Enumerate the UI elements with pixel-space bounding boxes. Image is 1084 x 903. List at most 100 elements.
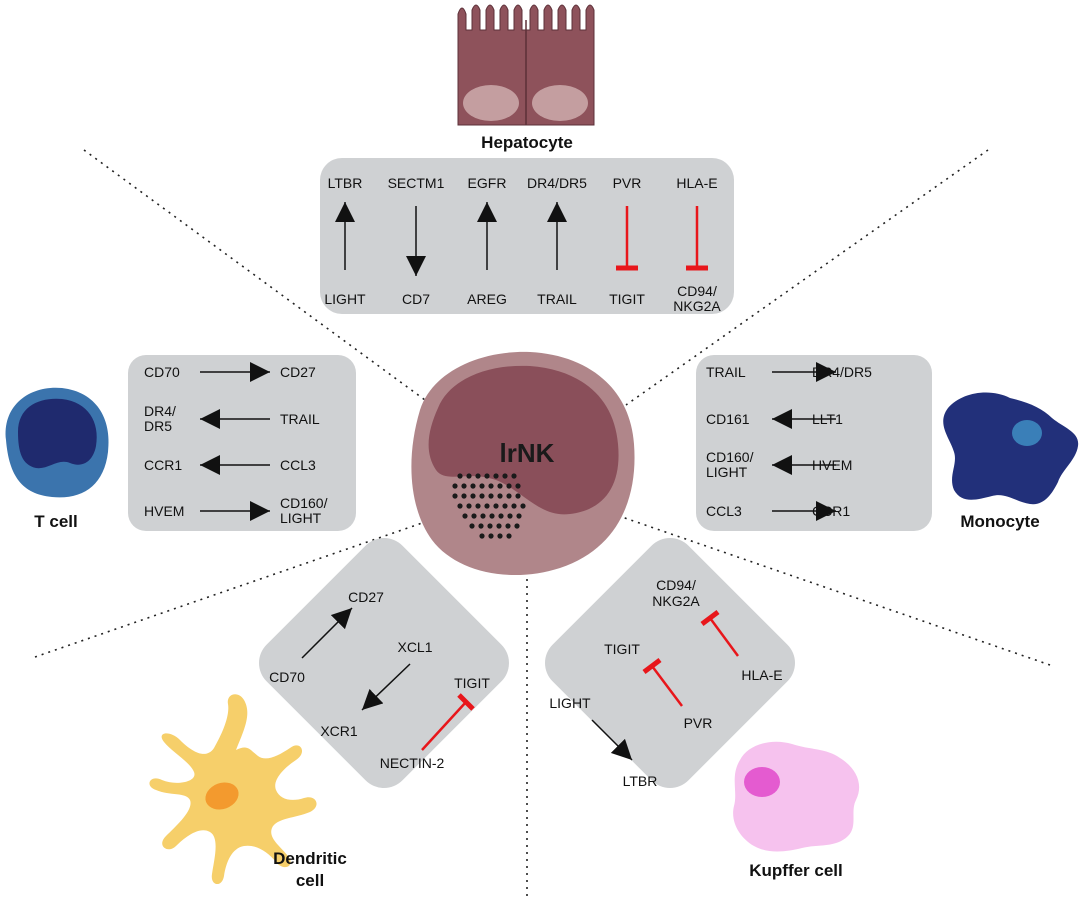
- granule-dot: [452, 493, 458, 499]
- hep-label-top-4: DR4/DR5: [527, 175, 587, 191]
- granule-dot: [506, 493, 512, 499]
- inhibit-bar-tigit-kc: [642, 658, 662, 674]
- kupffer-panel: CD94/ NKG2A HLA-E TIGIT PVR LIGHT LTBR: [545, 538, 795, 789]
- granule-dot: [515, 483, 521, 489]
- kupffer-cell-icon: [733, 741, 860, 852]
- mo-left-2: CD161: [706, 411, 750, 427]
- kc-label-hlae: HLA-E: [741, 667, 782, 683]
- dc-label-cd27: CD27: [348, 589, 384, 605]
- kc-label-pvr: PVR: [684, 715, 713, 731]
- dotted-separators: [34, 149, 1051, 900]
- arrow-xcl1-xcr1: [361, 663, 411, 711]
- tc-right-1: CD27: [280, 364, 316, 380]
- granule-dot: [493, 473, 499, 479]
- inhibit-line-nectin2-tigit: [421, 701, 467, 751]
- hepatocyte-panel: LTBRLIGHTSECTM1CD7EGFRAREGDR4/DR5TRAILPV…: [320, 158, 734, 314]
- granules: [452, 473, 526, 539]
- hep-label-bottom-5: TIGIT: [609, 291, 645, 307]
- dc-label-cd70: CD70: [269, 669, 305, 685]
- granule-dot: [452, 483, 458, 489]
- granule-dot: [484, 473, 490, 479]
- hep-label-top-3: EGFR: [468, 175, 507, 191]
- granule-dot: [488, 483, 494, 489]
- kc-label-tigit: TIGIT: [604, 641, 640, 657]
- separator-line-bottom-left: [34, 521, 426, 658]
- tc-left-2-line1: DR4/: [144, 403, 176, 419]
- center-cell-label: lrNK: [500, 438, 555, 468]
- hep-label-bottom-4: TRAIL: [537, 291, 577, 307]
- dendritic-label-line1: Dendritic: [273, 849, 347, 868]
- granule-dot: [457, 473, 463, 479]
- tc-right-3: CCL3: [280, 457, 316, 473]
- hep-label-bottom-6-line2: NKG2A: [673, 298, 721, 314]
- kupffer-label: Kupffer cell: [749, 861, 843, 880]
- tc-left-3: CCR1: [144, 457, 182, 473]
- granule-dot: [488, 533, 494, 539]
- monocyte-label: Monocyte: [960, 512, 1039, 531]
- granule-dot: [502, 473, 508, 479]
- granule-dot: [507, 513, 513, 519]
- hep-label-bottom-2: CD7: [402, 291, 430, 307]
- granule-dot: [505, 523, 511, 529]
- dc-label-tigit: TIGIT: [454, 675, 490, 691]
- granule-dot: [515, 493, 521, 499]
- granule-dot: [487, 523, 493, 529]
- dc-label-xcl1: XCL1: [397, 639, 432, 655]
- kc-label-cd94-line1: CD94/: [656, 577, 696, 593]
- inhibit-bar-cd94: [700, 610, 720, 626]
- granule-dot: [466, 473, 472, 479]
- tc-right-2: TRAIL: [280, 411, 320, 427]
- tcell-label: T cell: [34, 512, 77, 531]
- arrow-cd70-cd27: [301, 607, 353, 659]
- granule-dot: [470, 483, 476, 489]
- granule-dot: [488, 493, 494, 499]
- granule-dot: [497, 533, 503, 539]
- granule-dot: [497, 493, 503, 499]
- mo-left-3-line2: LIGHT: [706, 464, 748, 480]
- granule-dot: [478, 523, 484, 529]
- nk-cell-icon: lrNK: [411, 351, 635, 576]
- granule-dot: [493, 503, 499, 509]
- granule-dot: [484, 503, 490, 509]
- inhibit-line-pvr-tigit: [651, 665, 683, 707]
- granule-dot: [479, 493, 485, 499]
- hep-label-top-5: PVR: [613, 175, 642, 191]
- inhibit-bar-tigit: [457, 693, 475, 711]
- granule-dot: [479, 533, 485, 539]
- separator-line-top-left: [83, 149, 426, 401]
- granule-dot: [466, 503, 472, 509]
- granule-dot: [462, 513, 468, 519]
- granule-dot: [498, 513, 504, 519]
- inhibit-line-hlae-cd94: [708, 617, 740, 657]
- tc-left-1: CD70: [144, 364, 180, 380]
- granule-dot: [461, 483, 467, 489]
- kc-label-ltbr: LTBR: [623, 773, 658, 789]
- hep-label-bottom-6-line1: CD94/: [677, 283, 717, 299]
- granule-dot: [475, 473, 481, 479]
- granule-dot: [469, 523, 475, 529]
- kc-label-cd94-line2: NKG2A: [652, 593, 700, 609]
- tc-left-4: HVEM: [144, 503, 184, 519]
- hep-label-bottom-1: LIGHT: [324, 291, 366, 307]
- granule-dot: [520, 503, 526, 509]
- tc-right-4-line2: LIGHT: [280, 510, 322, 526]
- granule-dot: [511, 473, 517, 479]
- dendritic-label-line2: cell: [296, 871, 324, 890]
- granule-dot: [461, 493, 467, 499]
- dc-label-nectin2: NECTIN-2: [380, 755, 445, 771]
- dendritic-panel: CD27 CD70 XCL1 XCR1 TIGIT NECTIN-2: [259, 538, 509, 788]
- granule-dot: [506, 483, 512, 489]
- mo-left-1: TRAIL: [706, 364, 746, 380]
- granule-dot: [514, 523, 520, 529]
- hep-label-bottom-3: AREG: [467, 291, 507, 307]
- granule-dot: [497, 483, 503, 489]
- granule-dot: [457, 503, 463, 509]
- granule-dot: [511, 503, 517, 509]
- monocyte-icon: [943, 392, 1079, 505]
- granule-dot: [516, 513, 522, 519]
- arrow-light-ltbr: [591, 719, 633, 761]
- hepatocyte-icon: [457, 4, 595, 126]
- granule-dot: [470, 493, 476, 499]
- tc-left-2-line2: DR5: [144, 418, 172, 434]
